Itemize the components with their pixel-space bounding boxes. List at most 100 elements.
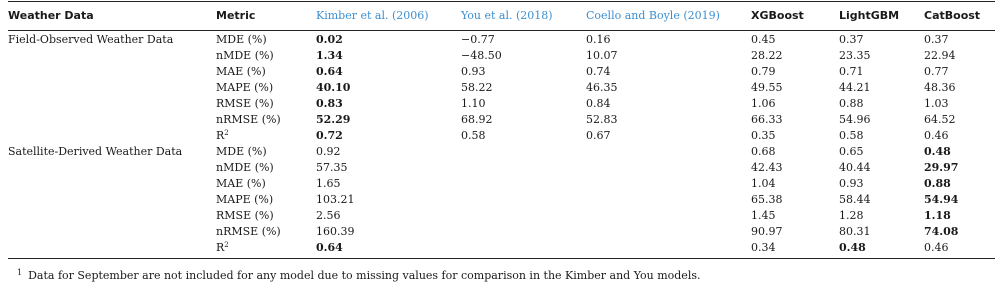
header-row: Weather Data Metric Kimber et al. (2006)…: [8, 2, 995, 30]
cell-you: 58.22: [461, 81, 493, 94]
cell-coello: [586, 176, 751, 192]
table-row: MAE (%) 1.65 1.04 0.93 0.88: [8, 176, 995, 192]
metric-superscript: 2: [224, 129, 229, 137]
metric-label: RMSE (%): [216, 97, 274, 110]
cell-xgboost: 0.34: [751, 241, 776, 254]
cell-you: 0.58: [461, 129, 486, 142]
group-label: Field-Observed Weather Data: [8, 33, 174, 46]
cell-catboost: 48.36: [924, 81, 956, 94]
group-label: [8, 208, 216, 224]
cell-catboost: 1.03: [924, 97, 949, 110]
cell-kimber: 40.10: [316, 81, 351, 94]
metric-label: MAE (%): [216, 177, 266, 190]
cell-coello: 0.67: [586, 129, 611, 142]
cell-you: [461, 160, 586, 176]
cell-kimber: 57.35: [316, 161, 348, 174]
group-label: [8, 80, 216, 96]
cell-lightgbm: 54.96: [839, 113, 871, 126]
cell-catboost: 74.08: [924, 225, 959, 238]
header-weather-data: Weather Data: [8, 9, 94, 22]
cell-you: [461, 192, 586, 208]
cell-coello: 0.74: [586, 65, 611, 78]
cell-coello: 52.83: [586, 113, 618, 126]
cell-xgboost: 1.04: [751, 177, 776, 190]
header-xgboost: XGBoost: [751, 9, 804, 22]
table-bottom-rule: [8, 258, 995, 259]
header-catboost: CatBoost: [924, 9, 981, 22]
cell-coello: 0.84: [586, 97, 611, 110]
group-label: [8, 48, 216, 64]
header-lightgbm: LightGBM: [839, 9, 900, 22]
cell-coello: [586, 160, 751, 176]
cell-xgboost: 0.45: [751, 33, 776, 46]
cell-kimber: 1.34: [316, 49, 343, 62]
metric-label: RMSE (%): [216, 209, 274, 222]
cell-kimber: 52.29: [316, 113, 351, 126]
cell-catboost: 0.48: [924, 145, 951, 158]
metric-label: MAPE (%): [216, 81, 274, 94]
table-row: RMSE (%) 2.56 1.45 1.28 1.18: [8, 208, 995, 224]
cell-catboost: 0.37: [924, 33, 949, 46]
table-row: nRMSE (%) 52.29 68.92 52.83 66.33 54.96 …: [8, 112, 995, 128]
cell-xgboost: 90.97: [751, 225, 783, 238]
table-row: MAPE (%) 103.21 65.38 58.44 54.94: [8, 192, 995, 208]
cell-coello: 0.16: [586, 33, 611, 46]
cell-xgboost: 0.79: [751, 65, 776, 78]
cell-you: 68.92: [461, 113, 493, 126]
footnote-marker: 1: [17, 268, 23, 277]
table-header-rule: [8, 30, 995, 31]
metric-label: R2: [216, 240, 316, 256]
cell-catboost: 1.18: [924, 209, 951, 222]
header-you-link[interactable]: You et al. (2018): [461, 9, 553, 22]
group-label: [8, 128, 216, 144]
cell-coello: 10.07: [586, 49, 618, 62]
cell-kimber: 0.64: [316, 65, 343, 78]
table-row: nMDE (%) 57.35 42.43 40.44 29.97: [8, 160, 995, 176]
table-row: R2 0.72 0.58 0.67 0.35 0.58 0.46: [8, 128, 995, 144]
metric-label: nRMSE (%): [216, 225, 281, 238]
cell-xgboost: 1.06: [751, 97, 776, 110]
cell-kimber: 2.56: [316, 209, 341, 222]
cell-catboost: 54.94: [924, 193, 959, 206]
metric-label: MDE (%): [216, 33, 267, 46]
header-kimber-link[interactable]: Kimber et al. (2006): [316, 9, 429, 22]
cell-kimber: 160.39: [316, 225, 355, 238]
cell-catboost: 0.46: [924, 129, 949, 142]
group-label: [8, 192, 216, 208]
metric-text: R: [216, 129, 225, 142]
cell-lightgbm: 23.35: [839, 49, 871, 62]
cell-coello: [586, 224, 751, 240]
cell-lightgbm: 0.71: [839, 65, 864, 78]
group-label: [8, 160, 216, 176]
cell-you: 0.93: [461, 65, 486, 78]
table-row: nRMSE (%) 160.39 90.97 80.31 74.08: [8, 224, 995, 240]
cell-kimber: 103.21: [316, 193, 355, 206]
cell-lightgbm: 58.44: [839, 193, 871, 206]
cell-kimber: 1.65: [316, 177, 341, 190]
cell-xgboost: 49.55: [751, 81, 783, 94]
cell-lightgbm: 44.21: [839, 81, 871, 94]
cell-lightgbm: 40.44: [839, 161, 871, 174]
metric-label: R2: [216, 128, 316, 144]
cell-coello: [586, 192, 751, 208]
metric-text: R: [216, 241, 225, 254]
group-label: [8, 240, 216, 256]
cell-lightgbm: 80.31: [839, 225, 871, 238]
table-row: MAPE (%) 40.10 58.22 46.35 49.55 44.21 4…: [8, 80, 995, 96]
table-top-rule: [8, 1, 995, 2]
header-coello-link[interactable]: Coello and Boyle (2019): [586, 9, 720, 22]
cell-catboost: 29.97: [924, 161, 959, 174]
cell-lightgbm: 1.28: [839, 209, 864, 222]
metric-label: MDE (%): [216, 145, 267, 158]
metric-label: nMDE (%): [216, 49, 274, 62]
cell-you: −0.77: [461, 33, 495, 46]
cell-coello: 46.35: [586, 81, 618, 94]
cell-lightgbm: 0.88: [839, 97, 864, 110]
cell-xgboost: 66.33: [751, 113, 783, 126]
metric-label: nRMSE (%): [216, 113, 281, 126]
header-metric: Metric: [216, 9, 256, 22]
cell-kimber: 0.92: [316, 145, 341, 158]
metric-superscript: 2: [224, 241, 229, 249]
cell-xgboost: 42.43: [751, 161, 783, 174]
